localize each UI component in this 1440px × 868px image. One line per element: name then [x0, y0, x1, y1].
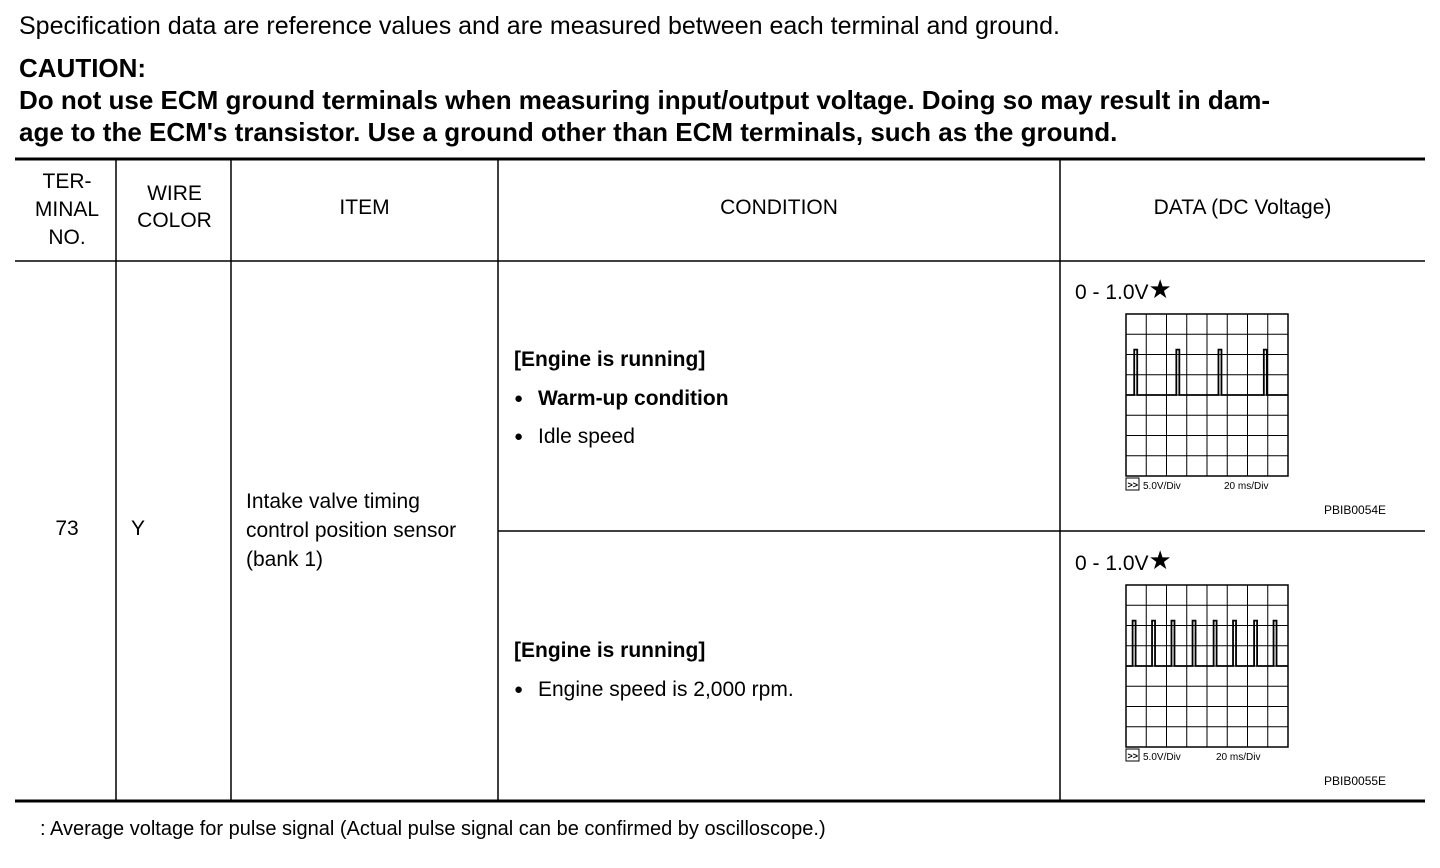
scope-volt-div: 5.0V/Div: [1143, 481, 1181, 492]
scope-signal: [1126, 348, 1288, 396]
condition-head: [Engine is running]: [514, 348, 706, 371]
star-icon: ★: [1148, 274, 1172, 304]
figure-code-1: PBIB0054E: [1324, 503, 1387, 517]
header-condition: CONDITION: [720, 196, 838, 219]
scope-volt-div: 5.0V/Div: [1143, 752, 1181, 763]
scope-arrow-icon: >>: [1128, 480, 1139, 490]
scope-arrow-icon: >>: [1128, 751, 1139, 761]
oscilloscope-waveform-1: >> 5.0V/Div 20 ms/Div: [1125, 313, 1289, 492]
figure-code-2: PBIB0055E: [1324, 774, 1387, 788]
condition-1: [Engine is running] Warm-up condition Id…: [514, 341, 729, 457]
header-terminal-line: NO.: [48, 226, 86, 249]
item-line: control position sensor: [246, 519, 457, 542]
caution-line-2: age to the ECM's transistor. Use a groun…: [19, 117, 1118, 147]
scope-signal: [1126, 619, 1288, 667]
scope-time-div: 20 ms/Div: [1224, 481, 1268, 492]
header-terminal-line: TER-: [42, 170, 92, 193]
oscilloscope-waveform-2: >> 5.0V/Div 20 ms/Div: [1125, 584, 1289, 763]
header-item: ITEM: [339, 196, 390, 219]
header-data: DATA (DC Voltage): [1153, 196, 1332, 219]
voltage-value: 0 - 1.0V: [1075, 552, 1149, 575]
footnote: : Average voltage for pulse signal (Actu…: [40, 818, 826, 840]
data-value-1: 0 - 1.0V★: [1075, 274, 1172, 305]
header-terminal-no: TER- MINAL NO.: [18, 168, 116, 252]
scope-time-div: 20 ms/Div: [1216, 752, 1260, 763]
intro-text: Specification data are reference values …: [19, 12, 1060, 40]
header-wire-color: WIRE COLOR: [118, 180, 231, 234]
item-line: (bank 1): [246, 548, 324, 571]
condition-bullet: Warm-up condition: [514, 380, 729, 419]
header-terminal-line: MINAL: [34, 198, 100, 221]
condition-head: [Engine is running]: [514, 639, 706, 662]
condition-2: [Engine is running] Engine speed is 2,00…: [514, 632, 794, 709]
caution-line-1: Do not use ECM ground terminals when mea…: [19, 85, 1270, 115]
scope-arrow-box: [1125, 748, 1140, 762]
condition-bullet: Idle speed: [514, 418, 729, 457]
star-icon: ★: [1148, 545, 1172, 575]
data-value-2: 0 - 1.0V★: [1075, 545, 1172, 576]
condition-bullet: Engine speed is 2,000 rpm.: [514, 671, 794, 710]
header-wire-line: WIRE: [147, 182, 202, 205]
header-wire-line: COLOR: [137, 209, 212, 232]
item-line: Intake valve timing: [246, 490, 420, 513]
wire-color: Y: [131, 517, 146, 540]
pulse-signal-line: [1126, 348, 1288, 396]
voltage-value: 0 - 1.0V: [1075, 281, 1149, 304]
pulse-signal-line: [1126, 619, 1288, 667]
scope-arrow-box: [1125, 477, 1140, 491]
caution-body: Do not use ECM ground terminals when mea…: [19, 84, 1429, 148]
item-description: Intake valve timing control position sen…: [246, 487, 456, 574]
terminal-number: 73: [55, 517, 79, 540]
caution-title: CAUTION:: [19, 53, 147, 83]
